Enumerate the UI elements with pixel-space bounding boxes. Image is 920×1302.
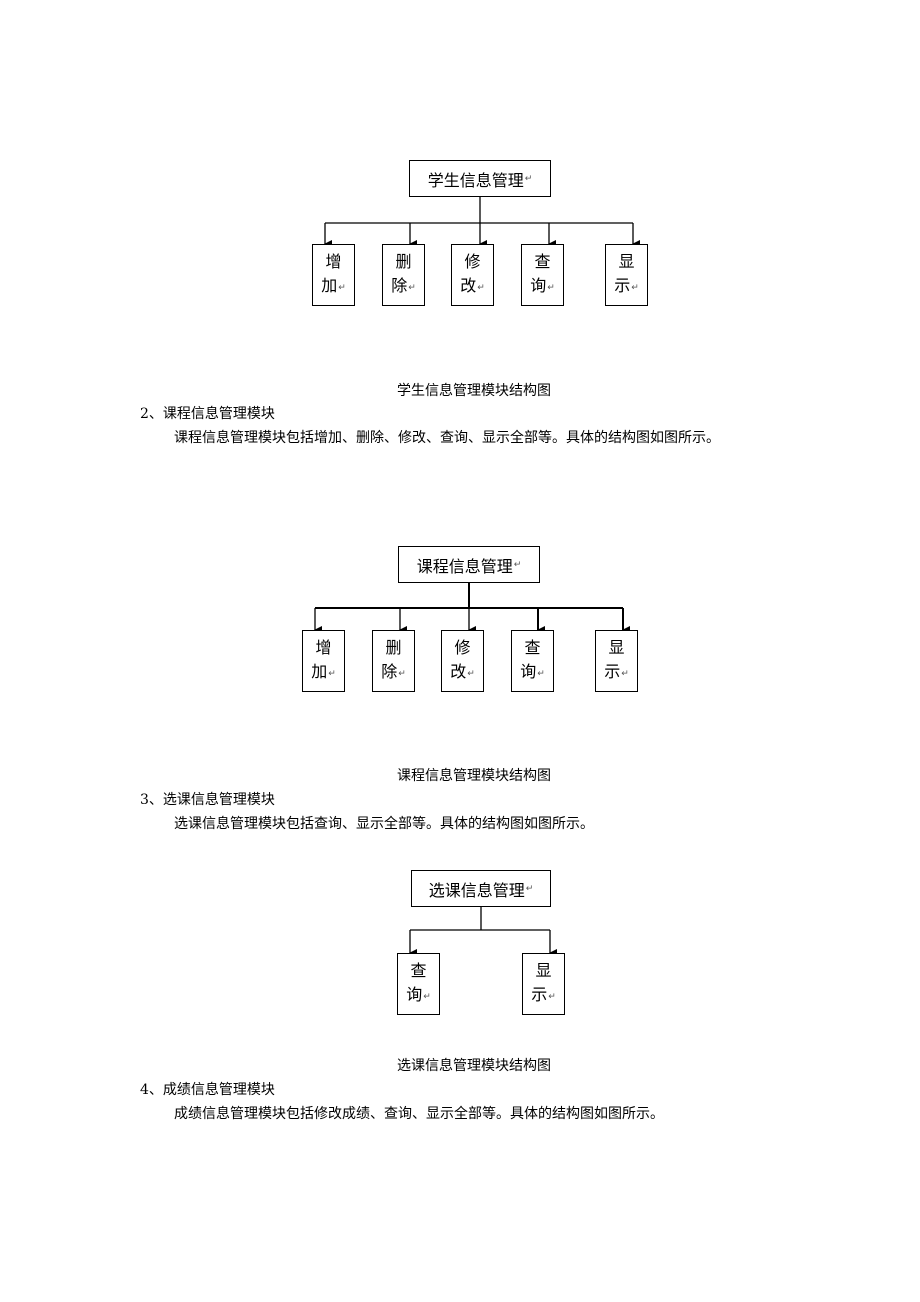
paragraph-mark: ↵ bbox=[408, 283, 416, 293]
node-char: 显 bbox=[535, 961, 552, 980]
node-char: 询 bbox=[406, 985, 423, 1004]
node-char: 示 bbox=[531, 985, 548, 1004]
diagram-3-connectors bbox=[409, 906, 557, 957]
paragraph-mark: ↵ bbox=[467, 669, 475, 679]
paragraph-mark: ↵ bbox=[513, 559, 522, 570]
diagram-1-caption: 学生信息管理模块结构图 bbox=[397, 383, 551, 399]
diagram-1-node-modify: 修 改↵ bbox=[451, 244, 494, 306]
paragraph-mark: ↵ bbox=[328, 669, 336, 679]
paragraph-mark: ↵ bbox=[547, 283, 555, 293]
node-char: 增 bbox=[315, 638, 332, 657]
diagram-2-node-modify: 修 改↵ bbox=[441, 630, 484, 692]
node-char: 查 bbox=[524, 638, 541, 657]
node-char: 修 bbox=[464, 252, 481, 271]
paragraph-mark: ↵ bbox=[548, 992, 556, 1002]
diagram-1-node-query: 查 询↵ bbox=[521, 244, 564, 306]
section-2-paragraph: 课程信息管理模块包括增加、删除、修改、查询、显示全部等。具体的结构图如图所示。 bbox=[174, 430, 720, 446]
diagram-1-root-box: 学生信息管理↵ bbox=[409, 160, 551, 197]
diagram-3-root-box: 选课信息管理↵ bbox=[411, 870, 551, 907]
diagram-2-node-delete: 删 除↵ bbox=[372, 630, 415, 692]
node-char: 示 bbox=[604, 662, 621, 681]
diagram-3-node-query: 查 询↵ bbox=[397, 953, 440, 1015]
node-char: 询 bbox=[530, 276, 547, 295]
diagram-3-caption: 选课信息管理模块结构图 bbox=[397, 1058, 551, 1074]
node-char: 修 bbox=[454, 638, 471, 657]
diagram-2-node-add: 增 加↵ bbox=[302, 630, 345, 692]
diagram-3-node-display: 显 示↵ bbox=[522, 953, 565, 1015]
node-char: 增 bbox=[325, 252, 342, 271]
node-char: 显 bbox=[618, 252, 635, 271]
diagram-2-caption: 课程信息管理模块结构图 bbox=[397, 768, 551, 784]
paragraph-mark: ↵ bbox=[537, 669, 545, 679]
diagram-3-root-label: 选课信息管理 bbox=[428, 880, 525, 900]
section-2-heading: 2、课程信息管理模块 bbox=[140, 406, 275, 422]
diagram-1-node-display: 显 示↵ bbox=[605, 244, 648, 306]
node-char: 询 bbox=[520, 662, 537, 681]
section-3-paragraph: 选课信息管理模块包括查询、显示全部等。具体的结构图如图所示。 bbox=[174, 816, 594, 832]
diagram-2-connectors bbox=[314, 583, 630, 634]
node-char: 加 bbox=[321, 276, 338, 295]
node-char: 删 bbox=[385, 638, 402, 657]
paragraph-mark: ↵ bbox=[423, 992, 431, 1002]
node-char: 查 bbox=[534, 252, 551, 271]
diagram-2-node-display: 显 示↵ bbox=[595, 630, 638, 692]
node-char: 查 bbox=[410, 961, 427, 980]
node-char: 加 bbox=[311, 662, 328, 681]
paragraph-mark: ↵ bbox=[338, 283, 346, 293]
node-char: 改 bbox=[450, 662, 467, 681]
diagram-2-root-box: 课程信息管理↵ bbox=[398, 546, 540, 583]
node-char: 删 bbox=[395, 252, 412, 271]
paragraph-mark: ↵ bbox=[524, 173, 533, 184]
diagram-1-root-label: 学生信息管理 bbox=[427, 170, 524, 190]
paragraph-mark: ↵ bbox=[631, 283, 639, 293]
node-char: 示 bbox=[614, 276, 631, 295]
section-4-heading: 4、成绩信息管理模块 bbox=[140, 1082, 275, 1098]
node-char: 除 bbox=[381, 662, 398, 681]
diagram-1-node-delete: 删 除↵ bbox=[382, 244, 425, 306]
diagram-1-node-add: 增 加↵ bbox=[312, 244, 355, 306]
paragraph-mark: ↵ bbox=[621, 669, 629, 679]
diagram-1-connectors bbox=[324, 196, 640, 248]
node-char: 显 bbox=[608, 638, 625, 657]
paragraph-mark: ↵ bbox=[477, 283, 485, 293]
section-3-heading: 3、选课信息管理模块 bbox=[140, 792, 275, 808]
diagram-2-node-query: 查 询↵ bbox=[511, 630, 554, 692]
paragraph-mark: ↵ bbox=[525, 883, 534, 894]
diagram-2-root-label: 课程信息管理 bbox=[416, 556, 513, 576]
node-char: 除 bbox=[391, 276, 408, 295]
node-char: 改 bbox=[460, 276, 477, 295]
paragraph-mark: ↵ bbox=[398, 669, 406, 679]
section-4-paragraph: 成绩信息管理模块包括修改成绩、查询、显示全部等。具体的结构图如图所示。 bbox=[174, 1106, 664, 1122]
